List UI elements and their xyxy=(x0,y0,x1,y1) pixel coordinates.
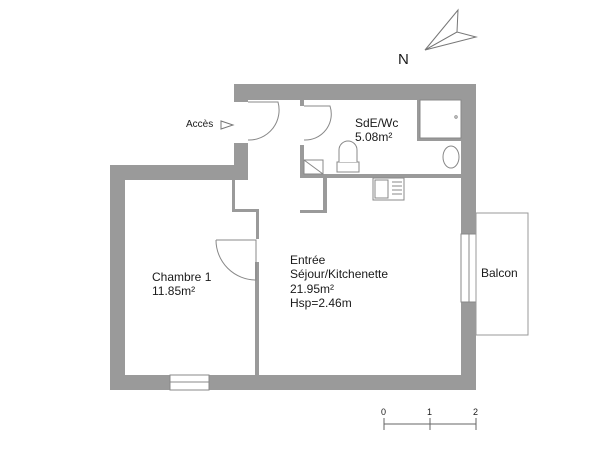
room-balcon: Balcon xyxy=(481,266,518,280)
door-swings xyxy=(215,101,332,281)
shower xyxy=(419,99,462,139)
room-name: Chambre 1 xyxy=(152,270,212,284)
room-area: 21.95m² xyxy=(290,281,335,296)
scale-tick-0: 0 xyxy=(381,407,387,417)
access-label: Accès xyxy=(186,119,214,130)
entry-arrow-icon xyxy=(220,120,235,130)
balcony xyxy=(475,212,529,336)
room-name-line2: Séjour/Kitchenette xyxy=(290,267,389,282)
washbasin xyxy=(442,145,460,169)
north-arrow-icon xyxy=(424,8,478,51)
windows xyxy=(169,233,477,391)
scale-tick-1: 1 xyxy=(427,407,433,417)
walls xyxy=(110,84,476,390)
room-name-line1: Entrée xyxy=(290,253,326,267)
room-name: SdE/Wc xyxy=(355,116,399,130)
fixtures xyxy=(303,99,462,201)
room-sde-wc: SdE/Wc 5.08m² xyxy=(355,116,398,145)
north-label: N xyxy=(398,51,409,68)
scale-tick-2: 2 xyxy=(473,407,479,417)
room-area: 5.08m² xyxy=(355,130,393,145)
toilet xyxy=(336,161,360,173)
scale-bar xyxy=(383,418,477,430)
room-sejour: Entrée Séjour/Kitchenette 21.95m² Hsp=2.… xyxy=(290,253,388,311)
room-height: Hsp=2.46m xyxy=(290,296,352,311)
room-chambre-1: Chambre 1 11.85m² xyxy=(152,270,211,299)
room-area: 11.85m² xyxy=(152,284,196,299)
